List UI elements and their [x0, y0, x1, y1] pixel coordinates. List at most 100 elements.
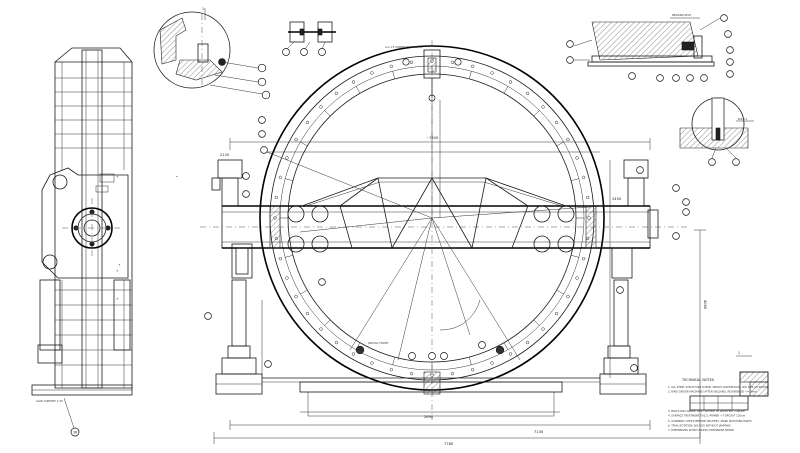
bolt-hole — [450, 372, 455, 376]
front-view-bubbles — [204, 116, 690, 372]
bolt-hole — [525, 340, 530, 345]
side-view: LOAD SUPPORT 1:20 36 + + + + — [31, 47, 133, 437]
note-line: 5. ASSEMBLY CHECK BEFORE DELIVERY, MARK … — [668, 419, 752, 423]
bolt-hole — [554, 311, 559, 316]
bolt-hole — [575, 276, 579, 280]
dim-beam-span: 7130 — [534, 430, 544, 434]
bolt-hole — [334, 91, 339, 96]
dim-overall-width: 7780 — [444, 442, 454, 446]
bolt-hole — [389, 64, 394, 68]
ring-rib — [285, 255, 293, 258]
ring-rib — [300, 141, 308, 147]
bolt-hole — [541, 327, 545, 331]
side-view-label: LOAD SUPPORT 1:20 — [36, 399, 63, 403]
small-section-detail: 1 — [736, 351, 769, 397]
detail-right-title: BEARING SEAT — [672, 13, 691, 17]
top-right-section: BEARING SEAT — [566, 13, 734, 82]
ring-rib — [571, 178, 579, 181]
detail-circle-top: 1 — [153, 7, 271, 100]
ring-rib — [324, 110, 331, 117]
bolt-hole — [582, 256, 586, 261]
ring-rib — [503, 86, 509, 94]
bolt-hole — [490, 361, 494, 365]
inner-truss — [301, 177, 567, 249]
ring-rib — [285, 178, 293, 181]
notes-block: TECHNICAL NOTES 1. ALL STEEL STRUCTURE Q… — [668, 378, 769, 432]
ring-rib — [469, 71, 472, 79]
bolt-hole — [409, 60, 414, 64]
bolt-hole — [541, 105, 545, 109]
bolt-hole — [450, 60, 455, 64]
ring-rib — [533, 110, 540, 117]
note-line: 4. SURFACE TREATMENT SA2.5, PRIMER + TOP… — [668, 413, 746, 417]
notes-lines: 1. ALL STEEL STRUCTURE Q345B. WELDS CONT… — [668, 385, 769, 432]
note-line: 6. TRIAL ROTATION 360 DEG WITHOUT JAMMIN… — [668, 423, 731, 427]
notes-title: TECHNICAL NOTES — [681, 378, 714, 382]
bolt-hole — [554, 120, 559, 125]
bolt-hole — [409, 372, 414, 376]
pin-detail: B-B 1:1 — [679, 97, 754, 166]
bolt-hole — [278, 175, 283, 180]
bolt-hole — [470, 368, 475, 372]
dimension-lines — [213, 138, 706, 444]
ring-rib — [392, 71, 395, 79]
dim-right-side: 2450 — [612, 197, 622, 201]
svg-text:•: • — [176, 175, 178, 179]
bolt-hole — [305, 120, 310, 125]
dim-left-top: 2120 — [220, 153, 230, 157]
bolt-hole — [508, 80, 513, 84]
bolt-hole — [351, 352, 356, 356]
bolt-hole — [370, 361, 374, 365]
ring-rib — [300, 289, 308, 295]
bubble-label: 36 — [73, 431, 77, 435]
top-label: A-A 1:5 CONNECTION DETAIL — [385, 45, 423, 49]
bolt-hole — [389, 368, 394, 372]
note-line: 1. ALL STEEL STRUCTURE Q345B. WELDS CONT… — [668, 385, 769, 389]
bolt-hole — [351, 80, 356, 84]
dim-column-height: 4000 — [703, 300, 707, 310]
ring-rib — [556, 289, 564, 295]
bolt-hole — [285, 276, 289, 280]
bolt-hole — [334, 340, 339, 345]
ring-rib — [355, 86, 361, 94]
bolt-hole — [525, 91, 530, 96]
bolt-hole — [285, 156, 289, 160]
bolt-hole — [575, 156, 579, 160]
bolt-hole — [294, 294, 298, 299]
svg-text:+: + — [118, 263, 121, 267]
bolt-hole — [294, 137, 298, 142]
ring-rib — [571, 255, 579, 258]
bolt-hole — [566, 137, 570, 142]
note-line: 2. RING GIRDER MACHINED AFTER WELDING, R… — [668, 389, 757, 393]
right-support — [599, 159, 659, 395]
bolt-hole — [470, 64, 475, 68]
svg-text:+: + — [116, 175, 119, 179]
bolt-hole — [566, 294, 570, 299]
svg-text:+: + — [116, 297, 119, 301]
side-view-hub — [62, 198, 122, 258]
bolt-hole — [582, 175, 586, 180]
bolt-hole — [274, 195, 278, 200]
bolt-hole — [319, 105, 323, 109]
svg-text:+: + — [116, 269, 119, 273]
bolt-hole — [490, 71, 494, 75]
ring-rib — [556, 141, 564, 147]
svg-text:1: 1 — [738, 351, 740, 355]
pin-label: B-B 1:1 — [738, 117, 748, 121]
side-view-ribs — [55, 62, 132, 388]
dim-inner-span: 2690 — [424, 415, 434, 419]
ring-rib — [392, 357, 395, 365]
svg-text:1: 1 — [202, 7, 204, 11]
bolt-hole — [305, 311, 310, 316]
bolt-hole — [370, 71, 374, 75]
bolt-hole — [586, 195, 590, 200]
left-support — [211, 159, 263, 395]
ring-rib — [324, 319, 331, 326]
ring-rib — [503, 342, 509, 350]
ring-rib — [533, 319, 540, 326]
ring-rib — [469, 357, 472, 365]
front-view: 7780 7130 2690 ~7800 4000 A-A 1:5 CONNEC… — [200, 40, 707, 446]
bolt-hole — [319, 327, 323, 331]
beam-discs — [269, 205, 597, 253]
